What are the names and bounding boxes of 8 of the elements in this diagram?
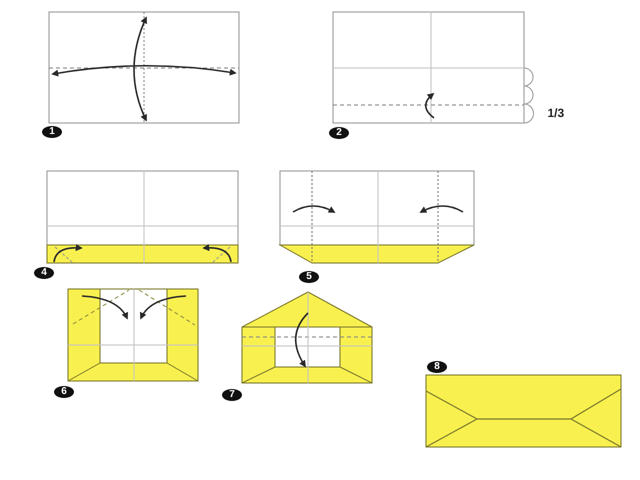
step-number: 6 <box>54 386 74 398</box>
step-number: 5 <box>299 271 319 283</box>
step-number: 8 <box>427 361 447 373</box>
step-number: 7 <box>222 389 242 401</box>
step-number: 2 <box>329 127 349 139</box>
fraction-label: 1/3 <box>548 106 564 120</box>
step-number: 4 <box>34 267 54 279</box>
step-number: 1 <box>42 126 62 138</box>
